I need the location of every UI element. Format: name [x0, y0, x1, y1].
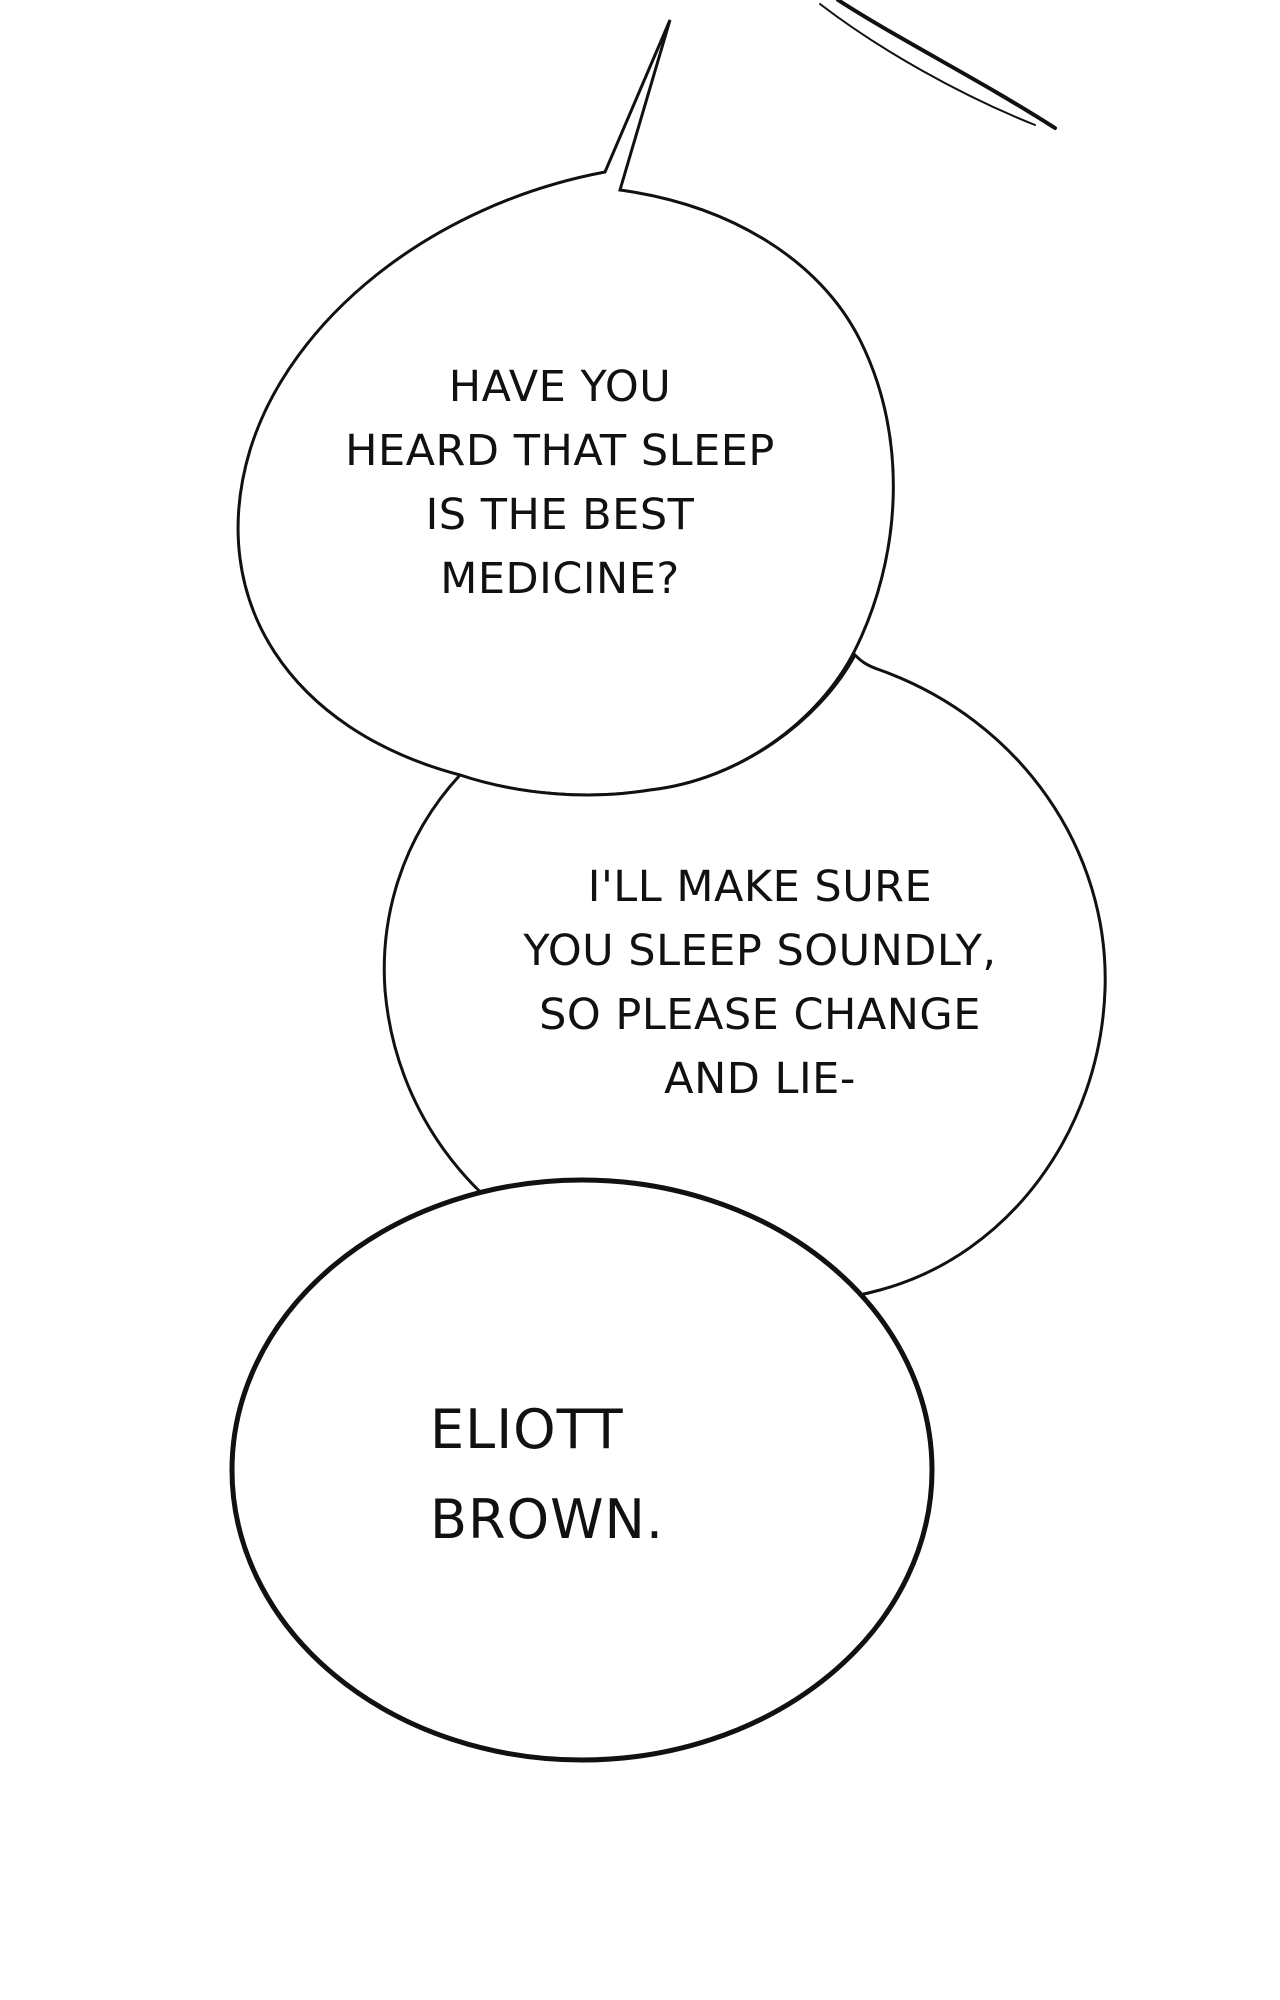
bubble-2-line: SO PLEASE CHANGE	[539, 990, 981, 1040]
bubble-2-line: YOU SLEEP SOUNDLY,	[523, 926, 997, 976]
bubble-2-line: I'LL MAKE SURE	[587, 862, 933, 912]
bubble-1-text: HAVE YOU HEARD THAT SLEEP IS THE BEST ME…	[300, 355, 820, 611]
speech-bubble-3	[229, 1177, 935, 1763]
ink-stroke-lower	[819, 3, 1036, 126]
bubble-3-line: ELIOTT	[430, 1398, 624, 1461]
bubble-2-text: I'LL MAKE SURE YOU SLEEP SOUNDLY, SO PLE…	[470, 855, 1050, 1111]
speech-bubble-2	[382, 652, 1107, 1305]
bubble-1-line: MEDICINE?	[440, 554, 680, 604]
bubble-2-line: AND LIE-	[664, 1054, 856, 1104]
bubble-1-line: HEARD THAT SLEEP	[345, 426, 775, 476]
bubble-1-line: HAVE YOU	[448, 362, 672, 412]
ink-stroke-upper	[836, 0, 1057, 130]
bubble-3-line: BROWN.	[430, 1488, 665, 1551]
bubble-3-text: ELIOTT BROWN.	[370, 1385, 810, 1565]
bubble-1-line: IS THE BEST	[425, 490, 695, 540]
